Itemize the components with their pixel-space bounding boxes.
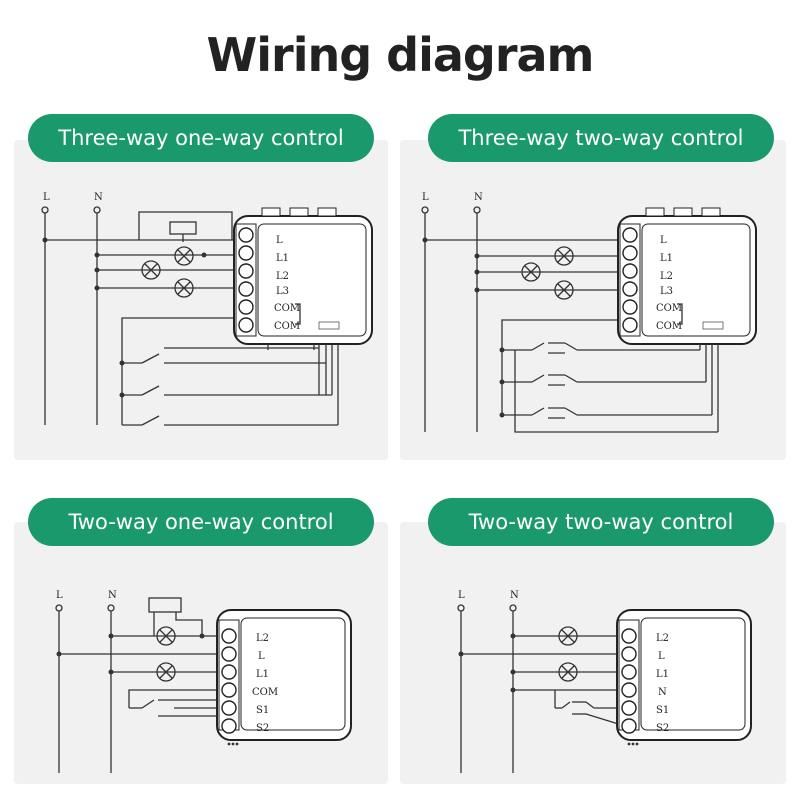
diagram-three-way-two-way: L N <box>421 192 757 433</box>
smart-switch-module: L L1 L2 L3 COM COM <box>233 207 373 350</box>
line-label: L <box>422 192 429 203</box>
heading-two-way-two-way: Two-way two-way control <box>428 498 774 546</box>
switch-icon <box>129 699 224 717</box>
diagram-three-way-one-way: L N <box>41 192 373 426</box>
terminal-label: S1 <box>656 705 669 716</box>
terminal-label: L <box>258 651 265 662</box>
lamp-icon <box>174 278 194 298</box>
n-terminal-icon <box>107 604 115 612</box>
terminal-label: L2 <box>256 633 269 644</box>
extra-device-icon <box>169 221 197 235</box>
terminal-label: L <box>660 235 667 246</box>
terminal-label: COM <box>274 303 300 314</box>
terminal-label: L <box>658 651 665 662</box>
neutral-label: N <box>474 192 483 203</box>
lamp-icon <box>156 626 176 646</box>
l-terminal-icon <box>457 604 465 612</box>
lamp-icon <box>558 626 578 646</box>
neutral-label: N <box>94 192 103 203</box>
lamp-icon <box>156 662 176 682</box>
line-label: L <box>458 590 465 601</box>
heading-three-way-two-way: Three-way two-way control <box>428 114 774 162</box>
l-terminal-icon <box>421 206 429 214</box>
terminal-label: N <box>658 687 667 698</box>
lamp-icon <box>554 246 574 266</box>
terminal-label: COM <box>274 321 300 332</box>
line-label: L <box>43 192 50 203</box>
terminal-label: S2 <box>656 723 669 734</box>
smart-switch-module: L L1 L2 L3 COM COM <box>617 207 757 345</box>
terminal-label: L2 <box>656 633 669 644</box>
terminal-label: L1 <box>276 253 289 264</box>
switch-pair-icon <box>502 374 706 386</box>
page-title: Wiring diagram <box>206 28 595 82</box>
neutral-label: N <box>510 590 519 601</box>
terminal-label: S2 <box>256 723 269 734</box>
switch-pair-icon <box>502 342 700 354</box>
diagram-two-way-two-way: L N L2 L L1 N S1 <box>457 590 752 773</box>
diagram-two-way-one-way: L N L2 L L1 COM <box>55 590 352 773</box>
lamp-icon <box>174 246 194 266</box>
terminal-label: L1 <box>660 253 673 264</box>
terminal-label: L1 <box>656 669 669 680</box>
neutral-label: N <box>108 590 117 601</box>
terminal-label: COM <box>656 303 682 314</box>
terminal-label: L1 <box>256 669 269 680</box>
terminal-label: L3 <box>276 286 289 297</box>
terminal-label: L3 <box>660 286 673 297</box>
line-label: L <box>56 590 63 601</box>
l-terminal-icon <box>55 604 63 612</box>
terminal-label: S1 <box>256 705 269 716</box>
n-terminal-icon <box>509 604 517 612</box>
terminal-label: L <box>276 235 283 246</box>
terminal-label: COM <box>252 687 278 698</box>
smart-switch-module: L2 L L1 COM S1 S2 <box>216 609 352 746</box>
heading-three-way-one-way: Three-way one-way control <box>28 114 374 162</box>
lamp-icon <box>141 260 161 280</box>
switch-pair-icon <box>502 407 712 419</box>
n-terminal-icon <box>473 206 481 214</box>
l-terminal-icon <box>41 206 49 214</box>
switch-pair-icon <box>555 701 625 715</box>
lamp-icon <box>554 280 574 300</box>
lamp-icon <box>558 662 578 682</box>
terminal-label: COM <box>656 321 682 332</box>
lamp-icon <box>521 262 541 282</box>
extra-device-icon <box>148 597 182 613</box>
n-terminal-icon <box>93 206 101 214</box>
heading-two-way-one-way: Two-way one-way control <box>28 498 374 546</box>
terminal-label: L2 <box>276 271 289 282</box>
terminal-label: L2 <box>660 271 673 282</box>
smart-switch-module: L2 L L1 N S1 S2 <box>616 609 752 746</box>
